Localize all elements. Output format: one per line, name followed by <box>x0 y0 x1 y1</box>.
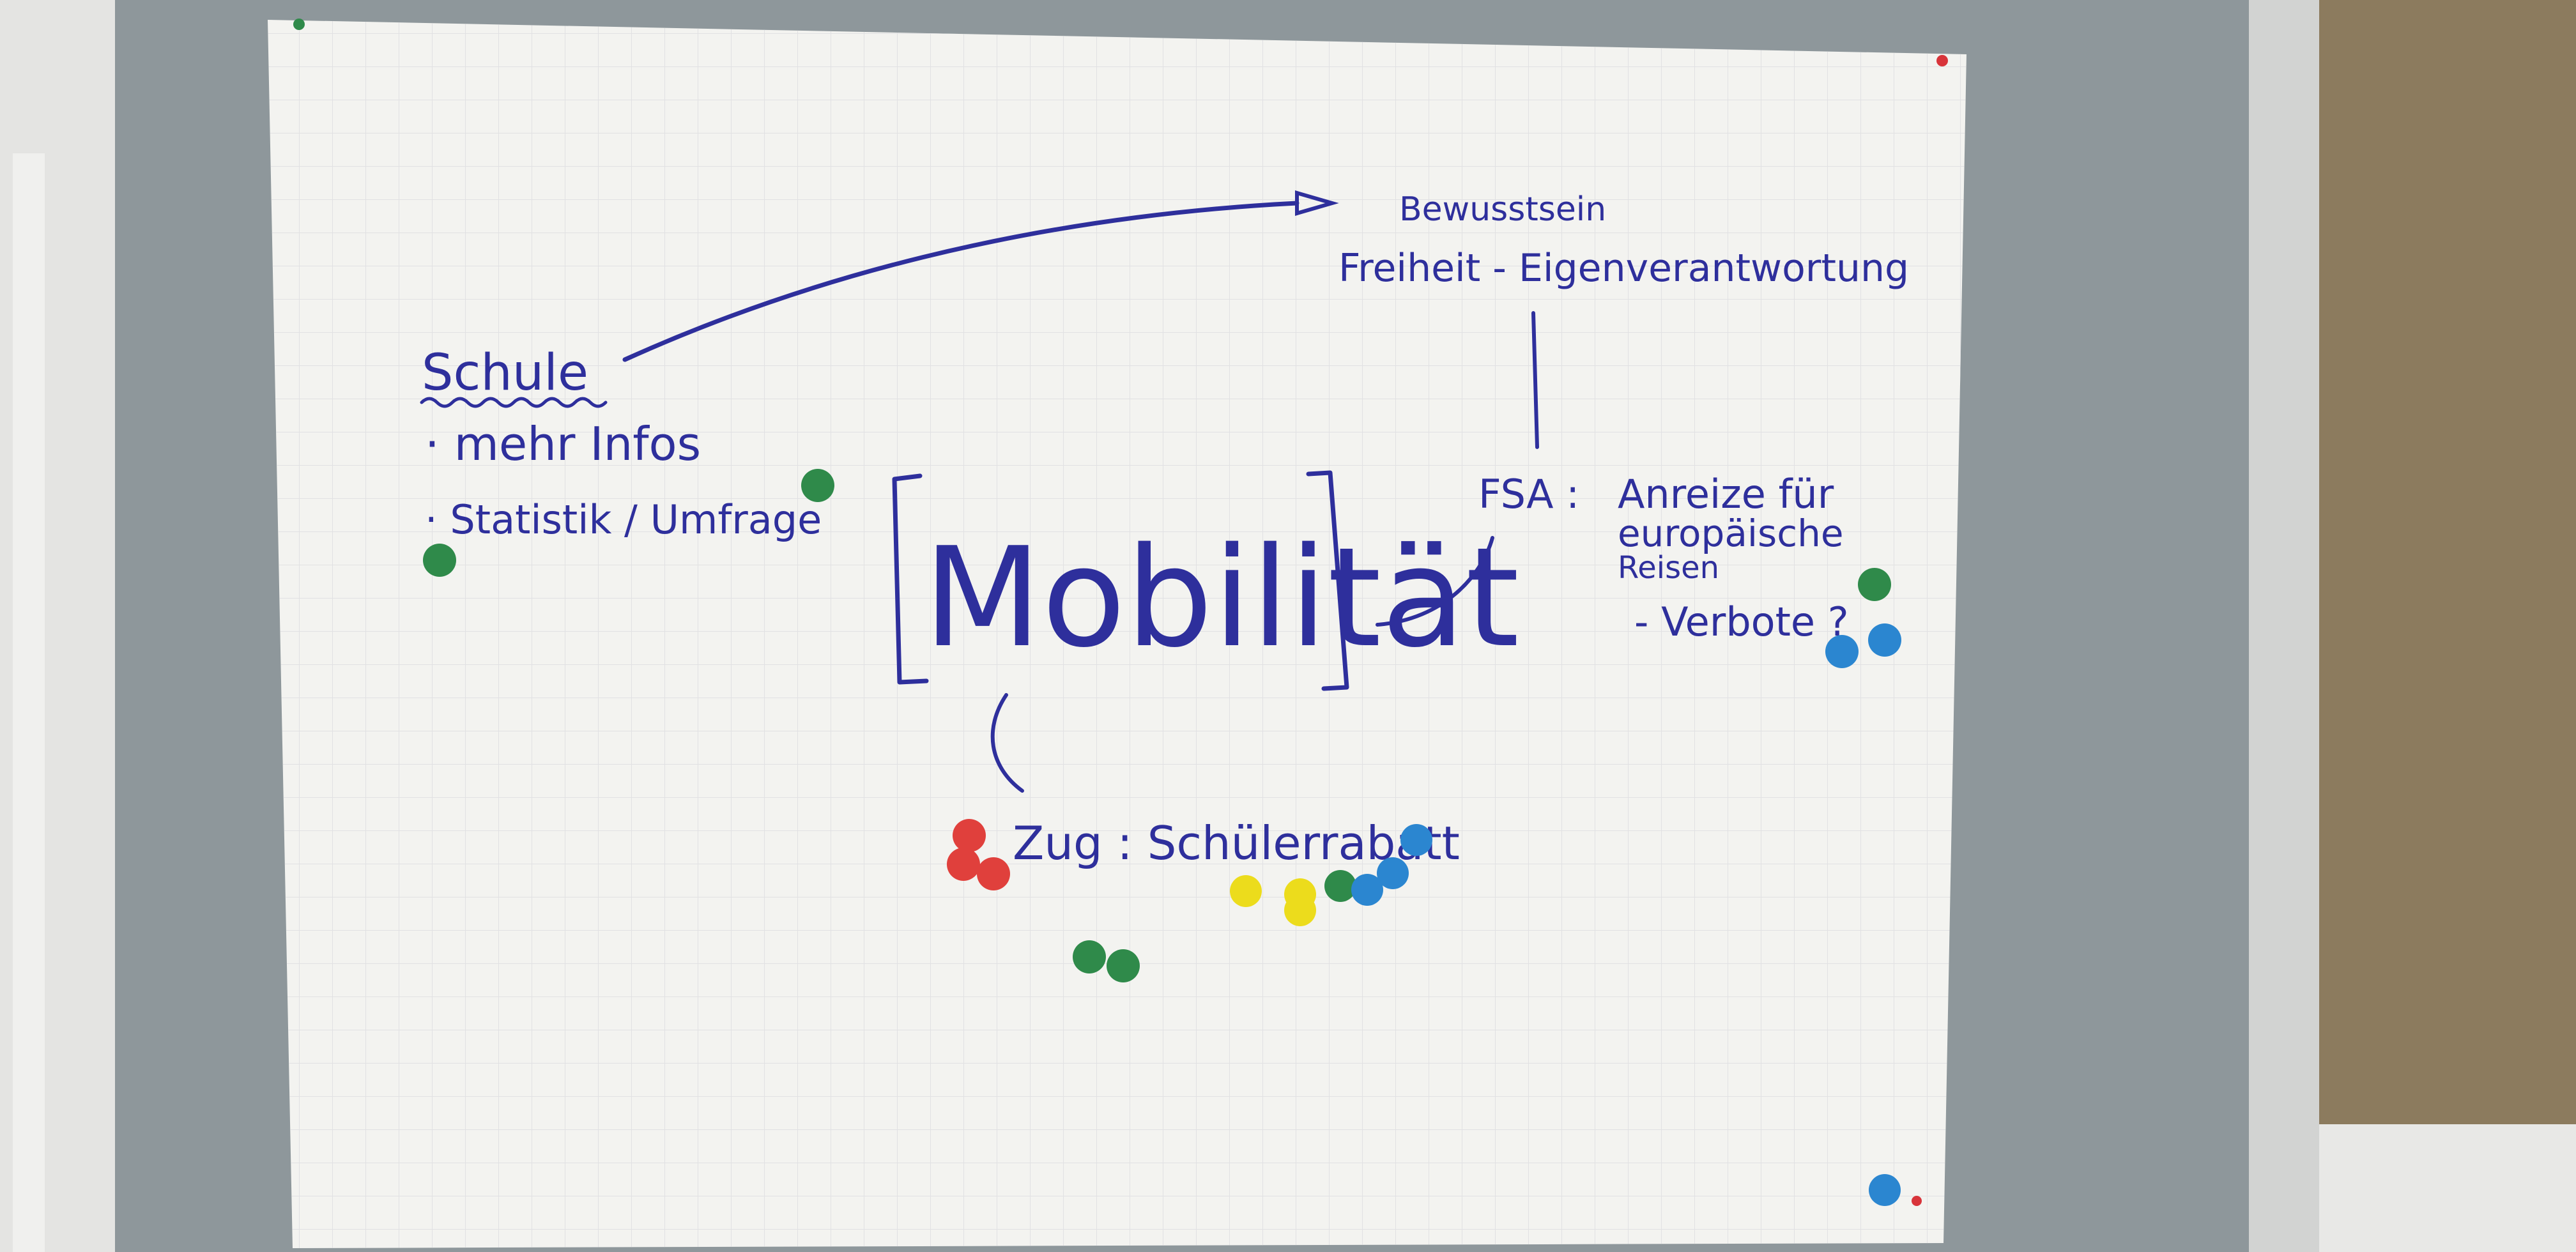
right-wall-board <box>2319 0 2576 1124</box>
connector-curve <box>1376 536 1494 627</box>
yellow-dot <box>1230 875 1262 907</box>
paper-grid <box>268 20 1966 1248</box>
connector-line <box>1531 311 1539 449</box>
right-bracket <box>1306 470 1349 691</box>
fsa-line: Reisen <box>1618 550 1719 586</box>
right-wall <box>2319 1124 2576 1252</box>
right-frame <box>2249 0 2319 1252</box>
note-freiheit: Freiheit - Eigenverantwortung <box>1338 246 1909 291</box>
green-dot <box>1324 870 1356 902</box>
arrow-line <box>622 201 1300 362</box>
red-dot <box>953 819 986 852</box>
fsa-label: FSA : <box>1478 471 1579 517</box>
red-dot <box>977 857 1010 890</box>
voting-dots <box>423 469 1901 1206</box>
school-item: · Statistik / Umfrage <box>425 496 822 543</box>
school-heading: Schule <box>422 344 588 402</box>
green-dot <box>1073 940 1106 973</box>
fsa-line: europäische <box>1618 512 1844 555</box>
blue-dot <box>1377 857 1409 889</box>
pin-icon <box>1936 55 1948 66</box>
blue-dot <box>1868 623 1901 657</box>
green-dot <box>1858 568 1891 601</box>
green-dot <box>1107 949 1140 982</box>
connector-paren <box>990 693 1024 793</box>
blue-dot <box>1351 874 1383 906</box>
pin-icon <box>293 19 305 30</box>
note-bewusstsein: Bewusstsein <box>1399 190 1606 229</box>
yellow-dot <box>1284 894 1316 926</box>
red-dot <box>947 848 980 881</box>
fsa-line: Anreize für <box>1618 471 1834 517</box>
arrow-head-icon <box>1295 190 1339 216</box>
pin-icon <box>1912 1196 1922 1206</box>
blue-dot <box>1400 824 1432 856</box>
green-dot <box>801 469 834 502</box>
fsa-line: - Verbote ? <box>1634 599 1849 645</box>
wavy-underline <box>420 397 608 408</box>
blue-dot <box>1825 635 1859 668</box>
left-frame <box>13 153 45 1252</box>
green-dot <box>423 544 456 577</box>
school-item: · mehr Infos <box>425 417 701 471</box>
left-bracket <box>892 473 929 685</box>
blue-dot <box>1869 1174 1901 1206</box>
title-mobilitaet: Mobilität <box>923 517 1519 678</box>
